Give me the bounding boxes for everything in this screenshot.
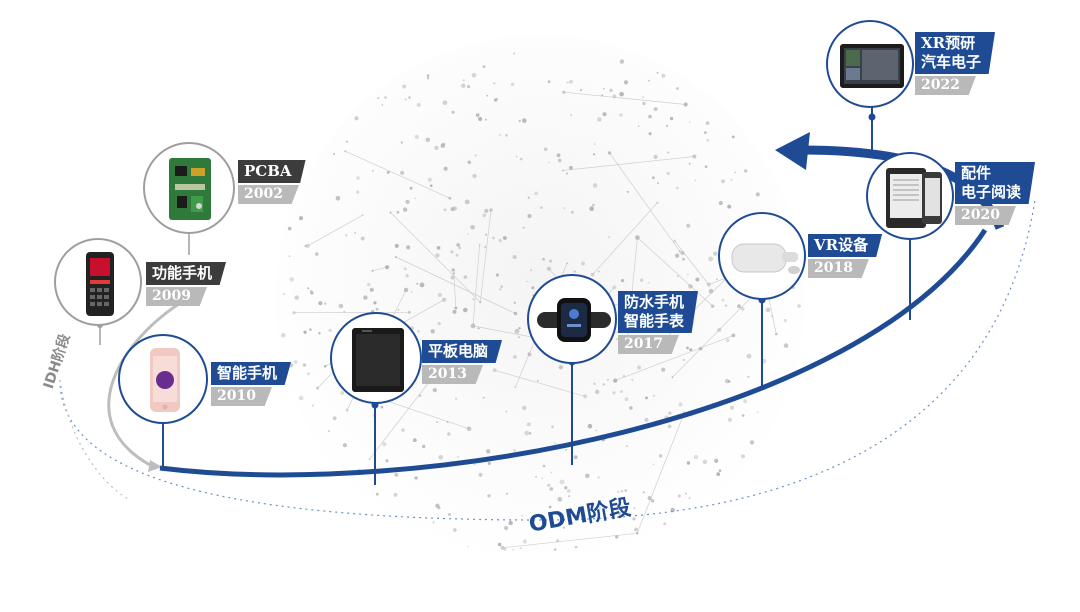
milestone-year: 2013 <box>422 365 483 384</box>
xr-automotive-node <box>826 20 914 108</box>
feature-phone-node <box>54 238 142 326</box>
milestone-year: 2017 <box>618 335 679 354</box>
dotted-orbit-lower <box>59 199 1036 521</box>
milestone-year: 2010 <box>211 387 272 406</box>
milestone-name: 防水手机 智能手表 <box>618 291 699 333</box>
odm-arrowhead <box>775 132 810 170</box>
vr-headset-icon <box>731 243 800 274</box>
tablet-icon <box>352 328 404 392</box>
ereader-node <box>866 152 954 240</box>
car-display-icon <box>840 44 904 88</box>
pcba-label: PCBA 2002 <box>238 160 306 204</box>
smartphone-label: 智能手机 2010 <box>211 362 292 406</box>
smartphone-icon <box>150 348 180 412</box>
smartwatch-node <box>527 274 617 364</box>
tablet-node <box>330 312 422 404</box>
milestone-year: 2020 <box>955 206 1016 225</box>
feature-phone-icon <box>86 252 114 316</box>
milestone-year: 2018 <box>808 259 869 278</box>
pcba-node <box>143 142 235 234</box>
tablet-label: 平板电脑 2013 <box>422 340 503 384</box>
ereader-icon <box>886 168 942 228</box>
vr-device-label: VR设备 2018 <box>808 234 883 278</box>
milestone-name: PCBA <box>238 160 306 183</box>
idh-arrowhead <box>148 460 162 472</box>
milestone-year: 2002 <box>238 185 299 204</box>
smartwatch-icon <box>537 298 611 342</box>
smartphone-node <box>118 334 208 424</box>
odm-main-arc <box>159 228 988 478</box>
pcb-board-icon <box>169 158 211 220</box>
milestone-year: 2022 <box>915 76 976 95</box>
vr-device-node <box>718 212 806 300</box>
smartwatch-label: 防水手机 智能手表 2017 <box>618 291 699 354</box>
milestone-name: XR预研 汽车电子 <box>915 32 996 74</box>
milestone-name: 配件 电子阅读 <box>955 162 1036 204</box>
milestone-year: 2009 <box>146 287 207 306</box>
idh-arc <box>107 298 186 467</box>
milestone-name: VR设备 <box>808 234 883 257</box>
milestone-name: 平板电脑 <box>422 340 503 363</box>
xr-automotive-label: XR预研 汽车电子 2022 <box>915 32 996 95</box>
ereader-label: 配件 电子阅读 2020 <box>955 162 1036 225</box>
milestone-name: 智能手机 <box>211 362 292 385</box>
milestone-name: 功能手机 <box>146 262 227 285</box>
feature-phone-label: 功能手机 2009 <box>146 262 227 306</box>
